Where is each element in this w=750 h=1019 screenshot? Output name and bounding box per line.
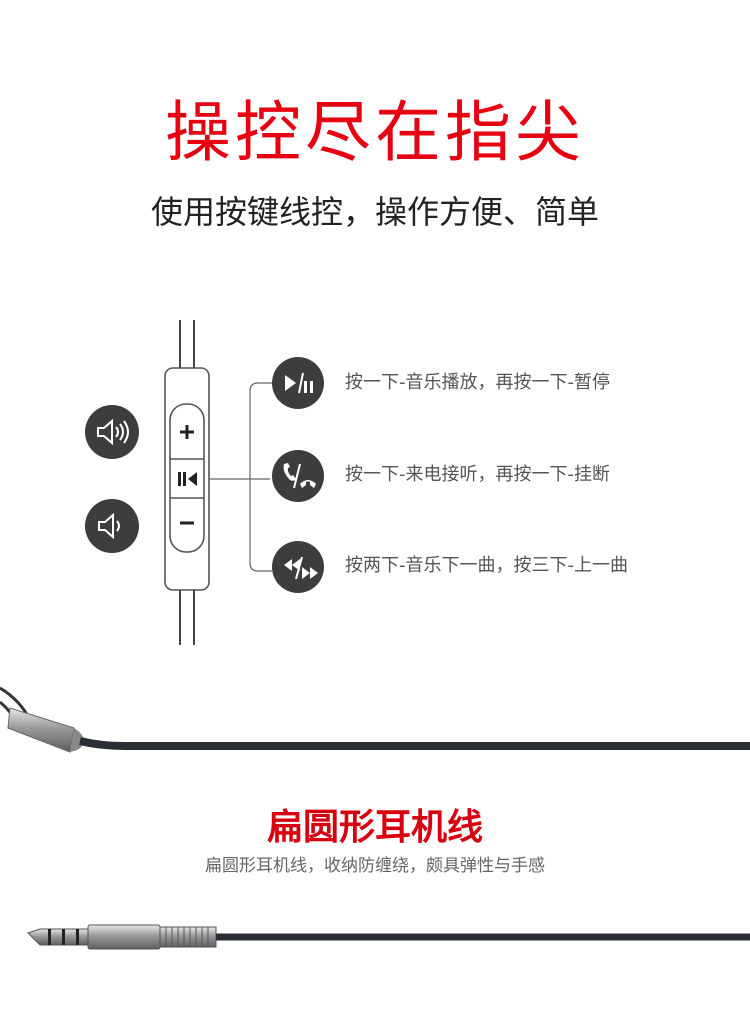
skip-track-icon	[272, 541, 324, 593]
play-pause-icon	[272, 357, 324, 409]
page-subtitle: 使用按键线控，操作方便、简单	[150, 193, 599, 231]
function-connector	[209, 382, 272, 572]
section-title-flat-cable: 扁圆形耳机线	[266, 807, 483, 848]
page-title: 操控尽在指尖	[165, 94, 585, 171]
function-label-skip: 按两下-音乐下一曲，按三下-上一曲	[345, 555, 628, 576]
remote-cable-bottom	[179, 590, 195, 645]
volume-down-button[interactable]	[171, 499, 203, 551]
remote-cable-top	[179, 320, 195, 368]
volume-up-icon	[85, 405, 139, 459]
cable-connector-top	[0, 686, 750, 753]
phone-answer-hangup-icon	[272, 450, 324, 502]
volume-down-icon	[85, 499, 139, 553]
function-label-play-pause: 按一下-音乐播放，再按一下-暂停	[345, 372, 610, 393]
remote-button-group	[169, 403, 205, 553]
function-label-phone: 按一下-来电接听，再按一下-挂断	[345, 464, 610, 485]
audio-plug	[27, 924, 750, 950]
section-subtitle-flat-cable: 扁圆形耳机线，收纳防缠绕，颇具弹性与手感	[205, 856, 545, 876]
volume-up-button[interactable]	[171, 405, 203, 458]
multifunction-button[interactable]	[171, 460, 203, 497]
